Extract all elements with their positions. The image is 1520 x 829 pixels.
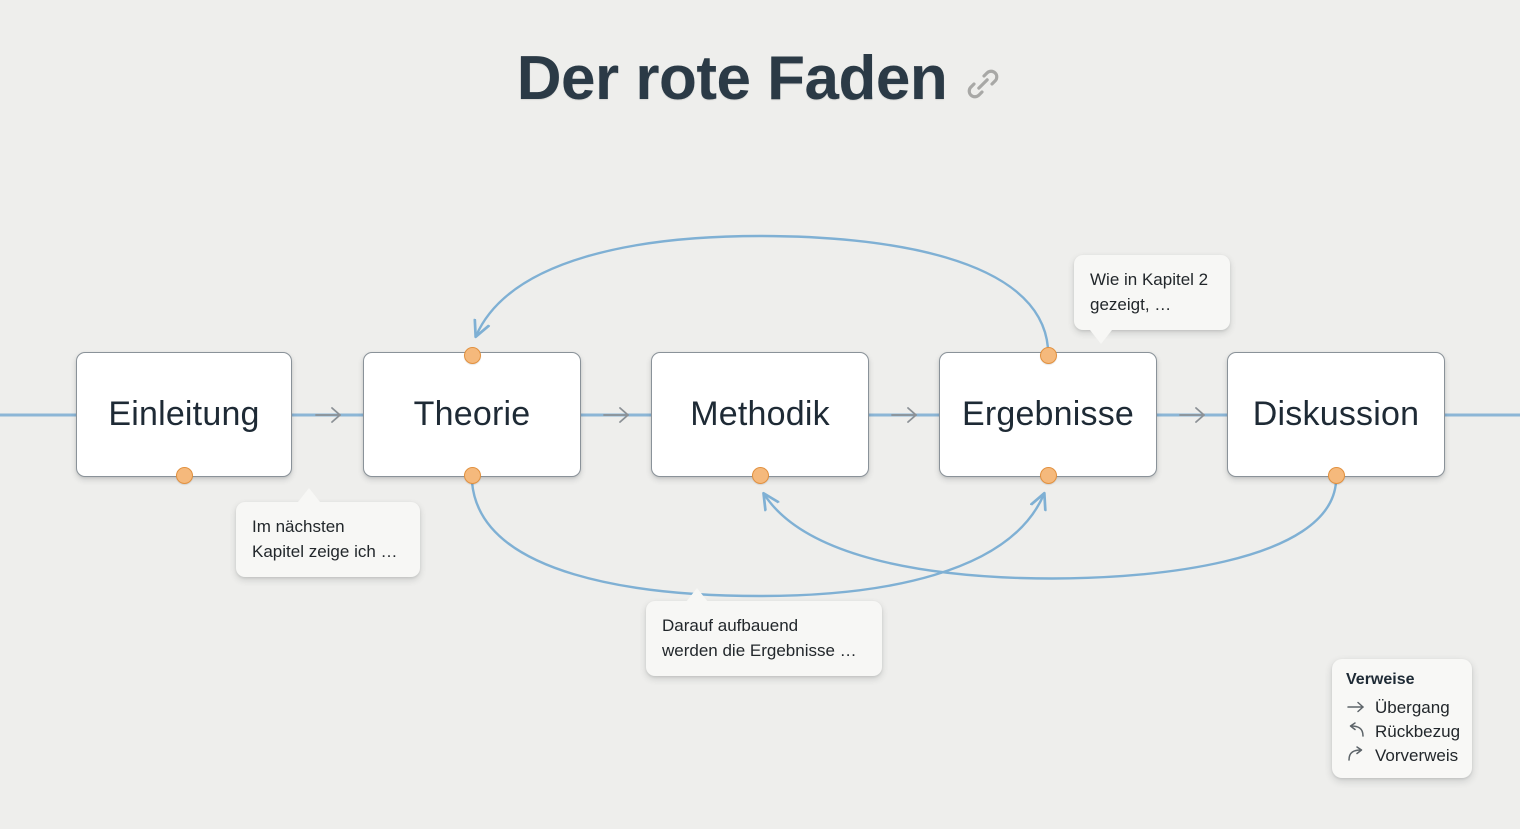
legend-panel: Verweise Übergang Rückbezug [1332,659,1472,778]
arc-rueckbezug-ergebnisse-theorie [476,234,1050,350]
link-icon[interactable] [963,64,1003,104]
node-label: Diskussion [1252,395,1420,433]
legend-item-uebergang: Übergang [1346,698,1458,716]
legend-item-rueckbezug: Rückbezug [1346,721,1461,741]
connection-dot-einleitung-bottom[interactable] [176,467,193,484]
legend-item-label: Übergang [1375,697,1450,717]
node-label: Theorie [413,395,531,433]
node-ergebnisse[interactable]: Ergebnisse [939,352,1157,477]
callout-einleitung[interactable]: Im nächsten Kapitel zeige ich … [236,488,420,578]
connection-dot-ergebnisse-bottom[interactable] [1040,467,1057,484]
legend-title: Verweise [1346,671,1415,688]
legend-item-label: Rückbezug [1375,721,1461,741]
connection-dot-diskussion-bottom[interactable] [1328,467,1345,484]
node-diskussion[interactable]: Diskussion [1227,352,1445,477]
callout-tail-icon [298,488,320,502]
callout-text: Im nächsten Kapitel zeige ich … [252,517,398,562]
page-title: Der rote Faden [516,44,948,113]
arrow-right-icon [1346,698,1366,716]
flow-arrow-theorie-methodik [600,402,634,428]
arrow-curve-fwd-icon [1346,746,1366,764]
node-methodik[interactable]: Methodik [651,352,869,477]
callout-ergebnisse[interactable]: Wie in Kapitel 2 gezeigt, … [1074,255,1230,345]
arrow-curve-back-icon [1346,722,1366,740]
flow-arrow-methodik-ergebnisse [888,402,922,428]
callout-tail-icon [1090,330,1112,345]
connection-dot-theorie-top[interactable] [464,347,481,364]
node-theorie[interactable]: Theorie [363,352,581,477]
title-bar: Der rote Faden [0,48,1520,110]
connection-dot-theorie-bottom[interactable] [464,467,481,484]
flow-arrow-einleitung-theorie [312,402,346,428]
callout-tail-icon [686,588,708,602]
flow-arrow-ergebnisse-diskussion [1176,402,1210,428]
legend-item-vorverweis: Vorverweis [1346,746,1458,764]
callout-text: Wie in Kapitel 2 gezeigt, … [1090,270,1209,315]
node-label: Einleitung [108,395,260,433]
connection-dot-ergebnisse-top[interactable] [1040,347,1057,364]
arc-vorverweis-theorie-ergebnisse [470,480,1044,598]
node-label: Ergebnisse [961,395,1135,433]
connection-dot-methodik-bottom[interactable] [752,467,769,484]
node-label: Methodik [690,395,830,433]
arc-rueckbezug-diskussion-methodik [764,480,1338,580]
legend-item-label: Vorverweis [1375,745,1459,765]
node-einleitung[interactable]: Einleitung [76,352,292,477]
callout-theorie[interactable]: Darauf aufbauend werden die Ergebnisse … [646,588,882,677]
callout-text: Darauf aufbauend werden die Ergebnisse … [662,616,857,661]
